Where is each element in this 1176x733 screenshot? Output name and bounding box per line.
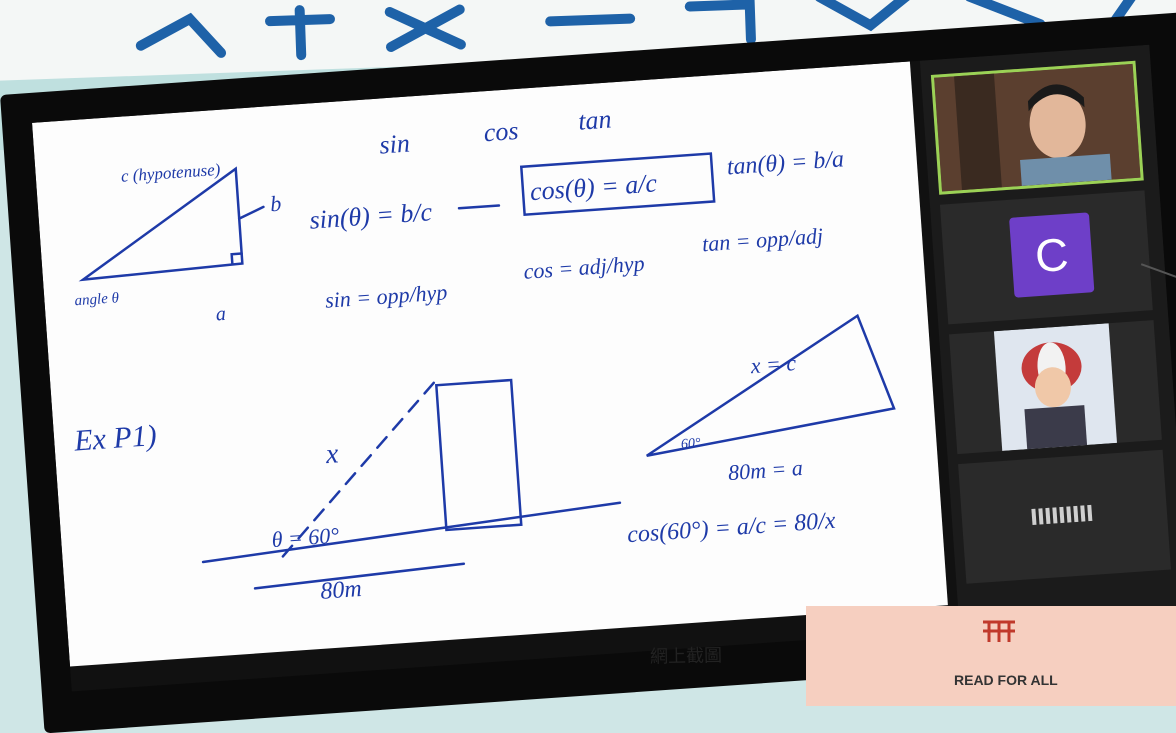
read-for-all-name: READ FOR ALL [954,672,1058,688]
tablet-device: sin cos tan c (hypotenuse) b angle θ a s… [0,10,1176,733]
anime-avatar-image [993,323,1117,451]
building [434,378,523,532]
photo-caption: 網上截圖 [649,645,723,667]
whiteboard: sin cos tan c (hypotenuse) b angle θ a s… [32,61,948,667]
person-video [934,63,1141,192]
label-sin: sin [378,129,410,160]
tan-formula: tan(θ) = b/a [726,146,845,180]
cos-equation: cos(60°) = a/c = 80/x [626,508,836,549]
label-tan: tan [577,104,612,135]
hyp-x-label: x [324,438,340,470]
audio-level-icon [1031,504,1093,526]
participant-tile-initial[interactable]: C [939,190,1153,325]
participant-tile-anime[interactable] [949,320,1162,455]
sin-words: sin = opp/hyp [324,279,448,312]
side-a-label: a [215,303,227,326]
angle-label: angle θ [74,290,120,309]
small-base-label: 80m = a [727,455,803,485]
headline-strip [0,0,1176,81]
distance-label: 80m [320,576,363,605]
sin-formula: sin(θ) = b/c [308,197,433,235]
participant-avatar: C [1009,212,1095,298]
cos-box [519,152,716,217]
small-angle-label: 60° [681,436,702,452]
participant-panel: C [919,44,1176,632]
headline-brush-lettering [135,0,1150,61]
cos-words: cos = adj/hyp [523,250,646,283]
read-for-all-logo-mark [983,620,1015,642]
read-for-all-badge: READ FOR ALL [806,606,1176,706]
hypotenuse-label: c (hypotenuse) [120,160,221,186]
example-label: Ex P1) [72,419,158,458]
whiteboard-drawing: sin cos tan c (hypotenuse) b angle θ a s… [72,104,896,605]
meeting-screen: sin cos tan c (hypotenuse) b angle θ a s… [32,44,1176,692]
label-cos: cos [483,116,520,147]
small-hyp-label: x = c [749,350,797,378]
tan-words: tan = opp/adj [701,223,824,256]
small-triangle [646,313,896,457]
cos-formula: cos(θ) = a/c [529,168,658,206]
ground-line [201,501,622,564]
angle-60-label: θ = 60° [271,522,340,552]
reference-triangle [78,166,244,282]
participant-video-active[interactable] [930,60,1144,195]
participant-tile-audio[interactable] [958,449,1171,584]
read-for-all-logo [981,618,1017,651]
side-b-label: b [269,191,282,217]
sight-line [281,379,438,558]
